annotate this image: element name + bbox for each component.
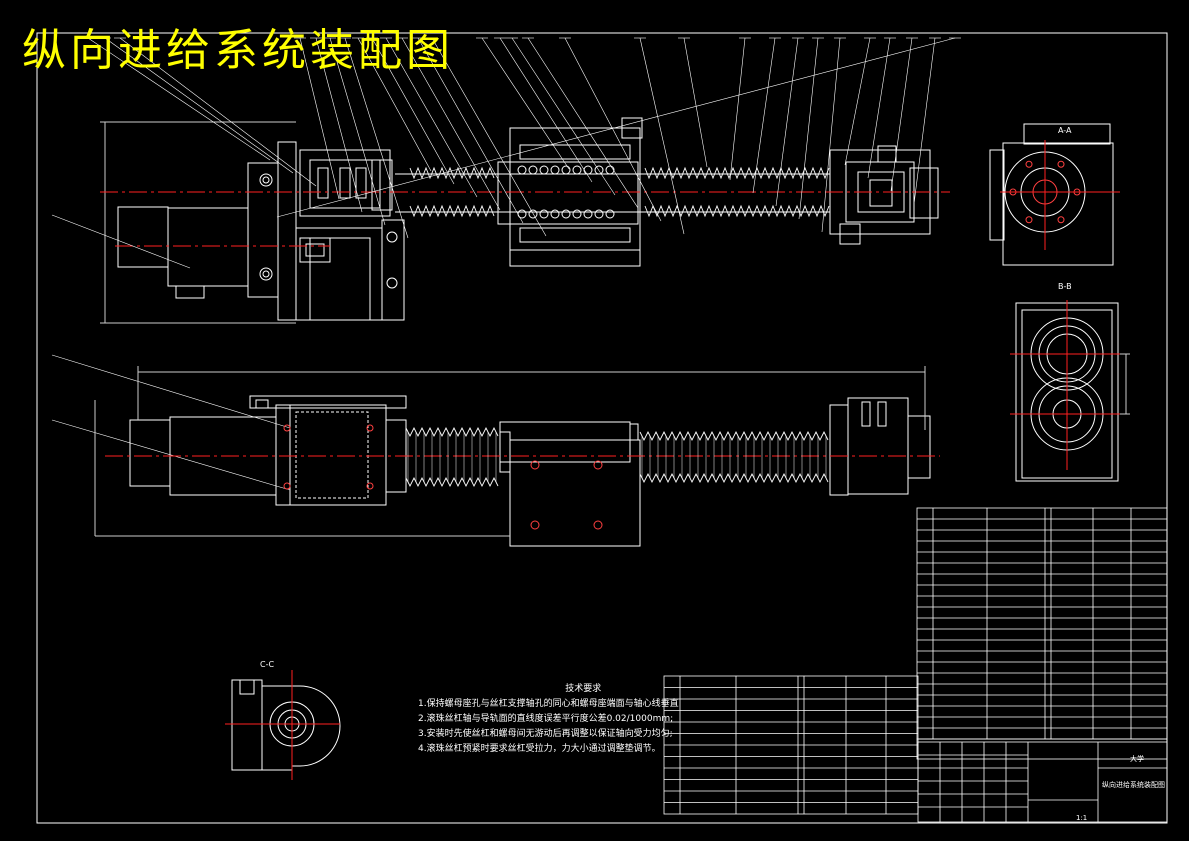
ball — [594, 165, 604, 175]
leader-line — [417, 37, 524, 224]
ball — [605, 209, 615, 219]
ball — [528, 165, 538, 175]
ball — [561, 209, 571, 219]
front-view — [94, 366, 931, 547]
leader-line — [51, 214, 191, 269]
ball — [572, 165, 582, 175]
leader-line — [357, 37, 432, 172]
bellows-mid-upper — [405, 426, 499, 438]
ball — [517, 165, 527, 175]
section-aa-view — [989, 123, 1114, 266]
section-bb-view — [1015, 302, 1130, 482]
drawing-title: 纵向进给系统装配图 — [22, 25, 454, 76]
parts-list-right — [916, 507, 1168, 760]
leader-line — [401, 37, 501, 211]
top-section-view — [100, 117, 939, 324]
leader-line — [119, 37, 317, 187]
ball — [550, 209, 560, 219]
ball — [583, 209, 593, 219]
technical-requirements: 技术要求 1.保持螺母座孔与丝杠支撑轴孔的同心和螺母座端面与轴心线垂直 2.滚珠… — [418, 682, 679, 757]
leader-line — [913, 37, 936, 205]
parts-list-left — [663, 675, 919, 815]
leader-line — [844, 37, 871, 166]
bellows-group — [405, 166, 830, 488]
screw-mid-upper — [639, 430, 829, 442]
leader-line — [344, 37, 409, 239]
leader-line — [315, 37, 363, 213]
ball — [605, 165, 615, 175]
leader-line — [104, 37, 294, 174]
section-aa-label: A-A — [1058, 126, 1072, 135]
leader-line — [87, 37, 271, 161]
ball — [550, 165, 560, 175]
tech-req-item: 1.保持螺母座孔与丝杠支撑轴孔的同心和螺母座端面与轴心线垂直 — [418, 699, 679, 709]
leader-line — [683, 37, 708, 168]
leader-line — [51, 419, 291, 491]
screw-thread-upper — [644, 166, 830, 180]
bolt-hole — [1025, 216, 1033, 224]
drawing-frame — [36, 32, 1168, 824]
bellows-upper — [409, 166, 495, 180]
ball — [539, 209, 549, 219]
leader-line — [798, 37, 819, 220]
leader-line — [276, 37, 956, 218]
tech-req-item: 4.滚珠丝杠预紧时要求丝杠受拉力，力大小通过调整垫调节。 — [418, 744, 661, 754]
parts-list-right-frame — [916, 507, 1168, 740]
bolt-hole — [1025, 160, 1033, 168]
leader-line — [329, 37, 386, 226]
leader-line — [371, 37, 455, 185]
ball — [583, 165, 593, 175]
leader-line — [511, 37, 616, 196]
tech-req-item: 3.安装时先使丝杠和螺母间无游动后再调整以保证轴向受力均匀; — [418, 729, 673, 739]
leader-line — [867, 37, 891, 179]
leader-line — [821, 37, 841, 233]
screw-mid-lower — [639, 472, 829, 484]
leader-line — [499, 37, 593, 183]
leader-line — [752, 37, 776, 194]
section-cc-label: C-C — [260, 660, 275, 669]
ball — [561, 165, 571, 175]
ball — [594, 209, 604, 219]
leader-line — [564, 37, 662, 222]
leader-line — [51, 354, 291, 429]
title-block-frame — [917, 741, 1168, 823]
ball — [539, 165, 549, 175]
leader-line — [639, 37, 685, 235]
ball — [528, 209, 538, 219]
leader-line — [299, 37, 340, 200]
bellows-lower — [409, 204, 495, 218]
leader-line — [431, 37, 547, 237]
leader-line — [527, 37, 639, 209]
title-block-school: 大学 — [1130, 755, 1144, 763]
title-block-drawing-name: 纵向进给系统装配图 — [1102, 781, 1165, 789]
leader-line — [775, 37, 799, 207]
section-cc-view — [231, 679, 341, 771]
tech-req-item: 2.滚珠丝杠轴与导轨面的直线度误差平行度公差0.02/1000mm; — [418, 714, 674, 724]
title-block-scale: 1:1 — [1076, 814, 1088, 822]
bolt-hole — [1057, 160, 1065, 168]
tech-req-heading: 技术要求 — [565, 684, 602, 694]
title-block — [917, 741, 1168, 823]
section-bb-label: B-B — [1058, 282, 1072, 291]
bolt-hole — [1057, 216, 1065, 224]
leader-line — [385, 37, 478, 198]
leader-line — [890, 37, 913, 192]
bellows-mid-lower — [405, 476, 499, 488]
leader-line — [729, 37, 746, 181]
leader-line — [481, 37, 570, 170]
leader-lines — [51, 37, 961, 491]
screw-thread-lower — [644, 204, 830, 218]
ball — [572, 209, 582, 219]
